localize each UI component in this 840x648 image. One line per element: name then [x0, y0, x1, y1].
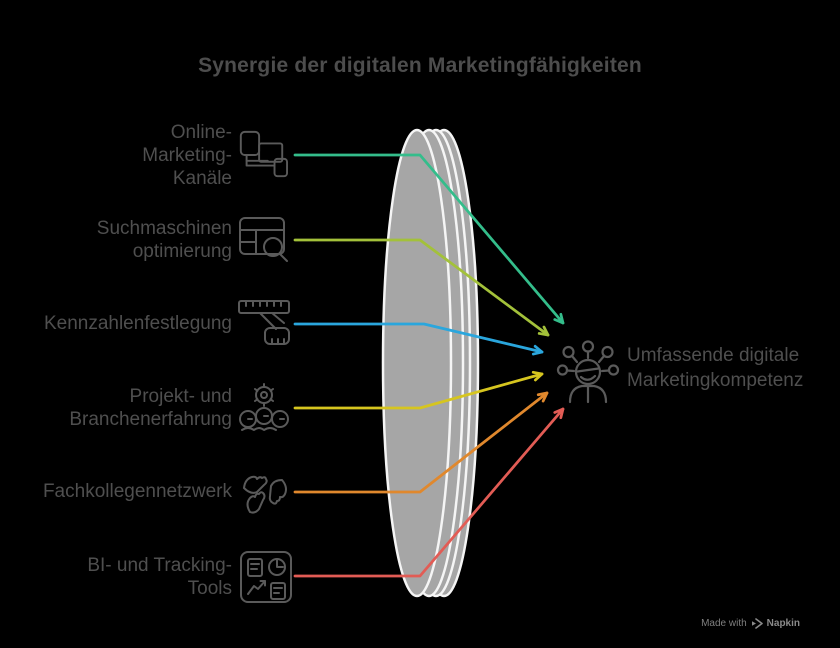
label-online-marketing-kanaele: Online- Marketing- Kanäle	[142, 121, 232, 190]
devices-icon	[239, 130, 288, 178]
label-line: optimierung	[132, 241, 232, 262]
result-line: Umfassende digitale	[627, 345, 800, 366]
napkin-brand-text: Napkin	[766, 618, 800, 629]
label-line: Online-	[170, 122, 232, 143]
label-projekt-branchenerfahrung: Projekt- und Branchenerfahrung	[69, 385, 232, 431]
label-line: Projekt- und	[129, 386, 232, 407]
result-line: Marketingkompetenz	[627, 370, 804, 391]
lens-front	[381, 128, 453, 598]
arrow-projekt	[293, 370, 544, 410]
arrow-seo	[293, 238, 550, 337]
label-line: BI- und Tracking-	[87, 555, 232, 576]
search-table-icon	[239, 217, 288, 262]
label-line: Kanäle	[172, 168, 232, 189]
label-line: Kennzahlenfestlegung	[43, 313, 232, 334]
label-line: Marketing-	[142, 145, 232, 166]
page-title: Synergie der digitalen Marketingfähigkei…	[198, 54, 642, 77]
label-fachkollegennetzwerk: Fachkollegennetzwerk	[43, 480, 232, 503]
arrow-kennzahlen	[293, 322, 544, 356]
result-label: Umfassende digitale Marketingkompetenz	[627, 343, 803, 393]
arrow-netzwerk	[293, 391, 549, 494]
arrow-bi-tools	[293, 407, 565, 578]
label-bi-tracking-tools: BI- und Tracking- Tools	[87, 554, 232, 600]
label-kennzahlenfestlegung: Kennzahlenfestlegung	[44, 312, 232, 335]
made-with-text: Made with	[701, 618, 747, 629]
measuring-tape-icon	[238, 300, 290, 345]
napkin-pen-icon	[751, 618, 763, 629]
label-suchmaschinenoptimierung: Suchmaschinen optimierung	[97, 217, 232, 263]
dashboard-icon	[240, 551, 292, 603]
hands-network-icon	[243, 475, 287, 514]
made-with-napkin: Made with Napkin	[701, 618, 800, 629]
label-line: Tools	[187, 578, 232, 599]
label-line: Branchenerfahrung	[69, 409, 232, 430]
label-line: Suchmaschinen	[96, 218, 232, 239]
arrow-group	[293, 153, 565, 578]
gears-icon	[239, 383, 289, 431]
label-line: Fachkollegennetzwerk	[42, 481, 232, 502]
arrow-online-marketing	[293, 153, 565, 325]
person-skills-icon	[556, 340, 620, 404]
